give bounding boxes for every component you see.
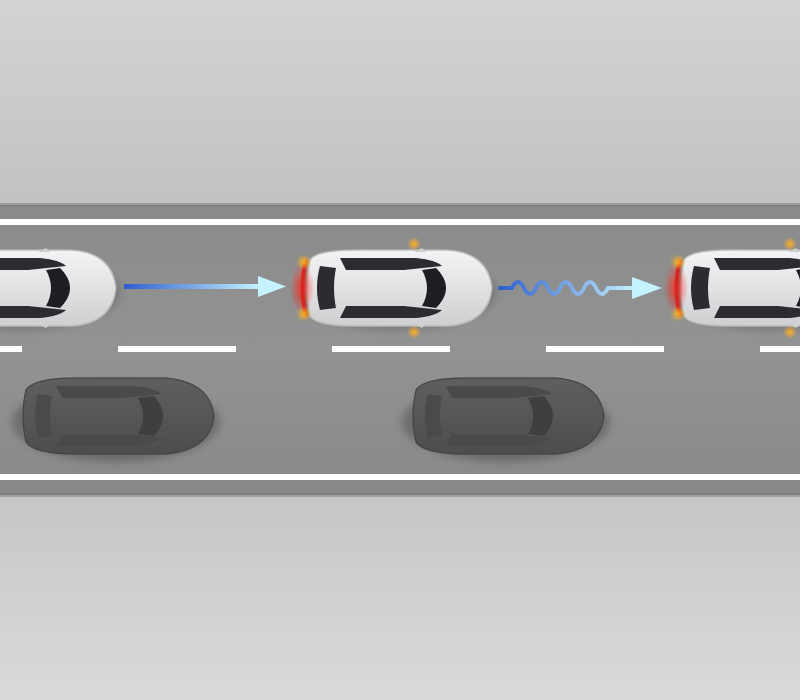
- top-edge-line: [0, 219, 800, 225]
- car-icon: [664, 237, 800, 339]
- center-dashed-line: [0, 346, 800, 352]
- car-icon: [290, 237, 496, 339]
- bottom-shoulder: [0, 495, 800, 700]
- car-icon: [402, 378, 610, 462]
- car-icon: [12, 378, 220, 462]
- wave-arrow-icon: [498, 277, 662, 299]
- top-shoulder: [0, 0, 800, 205]
- straight-arrow-icon: [124, 276, 286, 297]
- bottom-edge-line: [0, 474, 800, 480]
